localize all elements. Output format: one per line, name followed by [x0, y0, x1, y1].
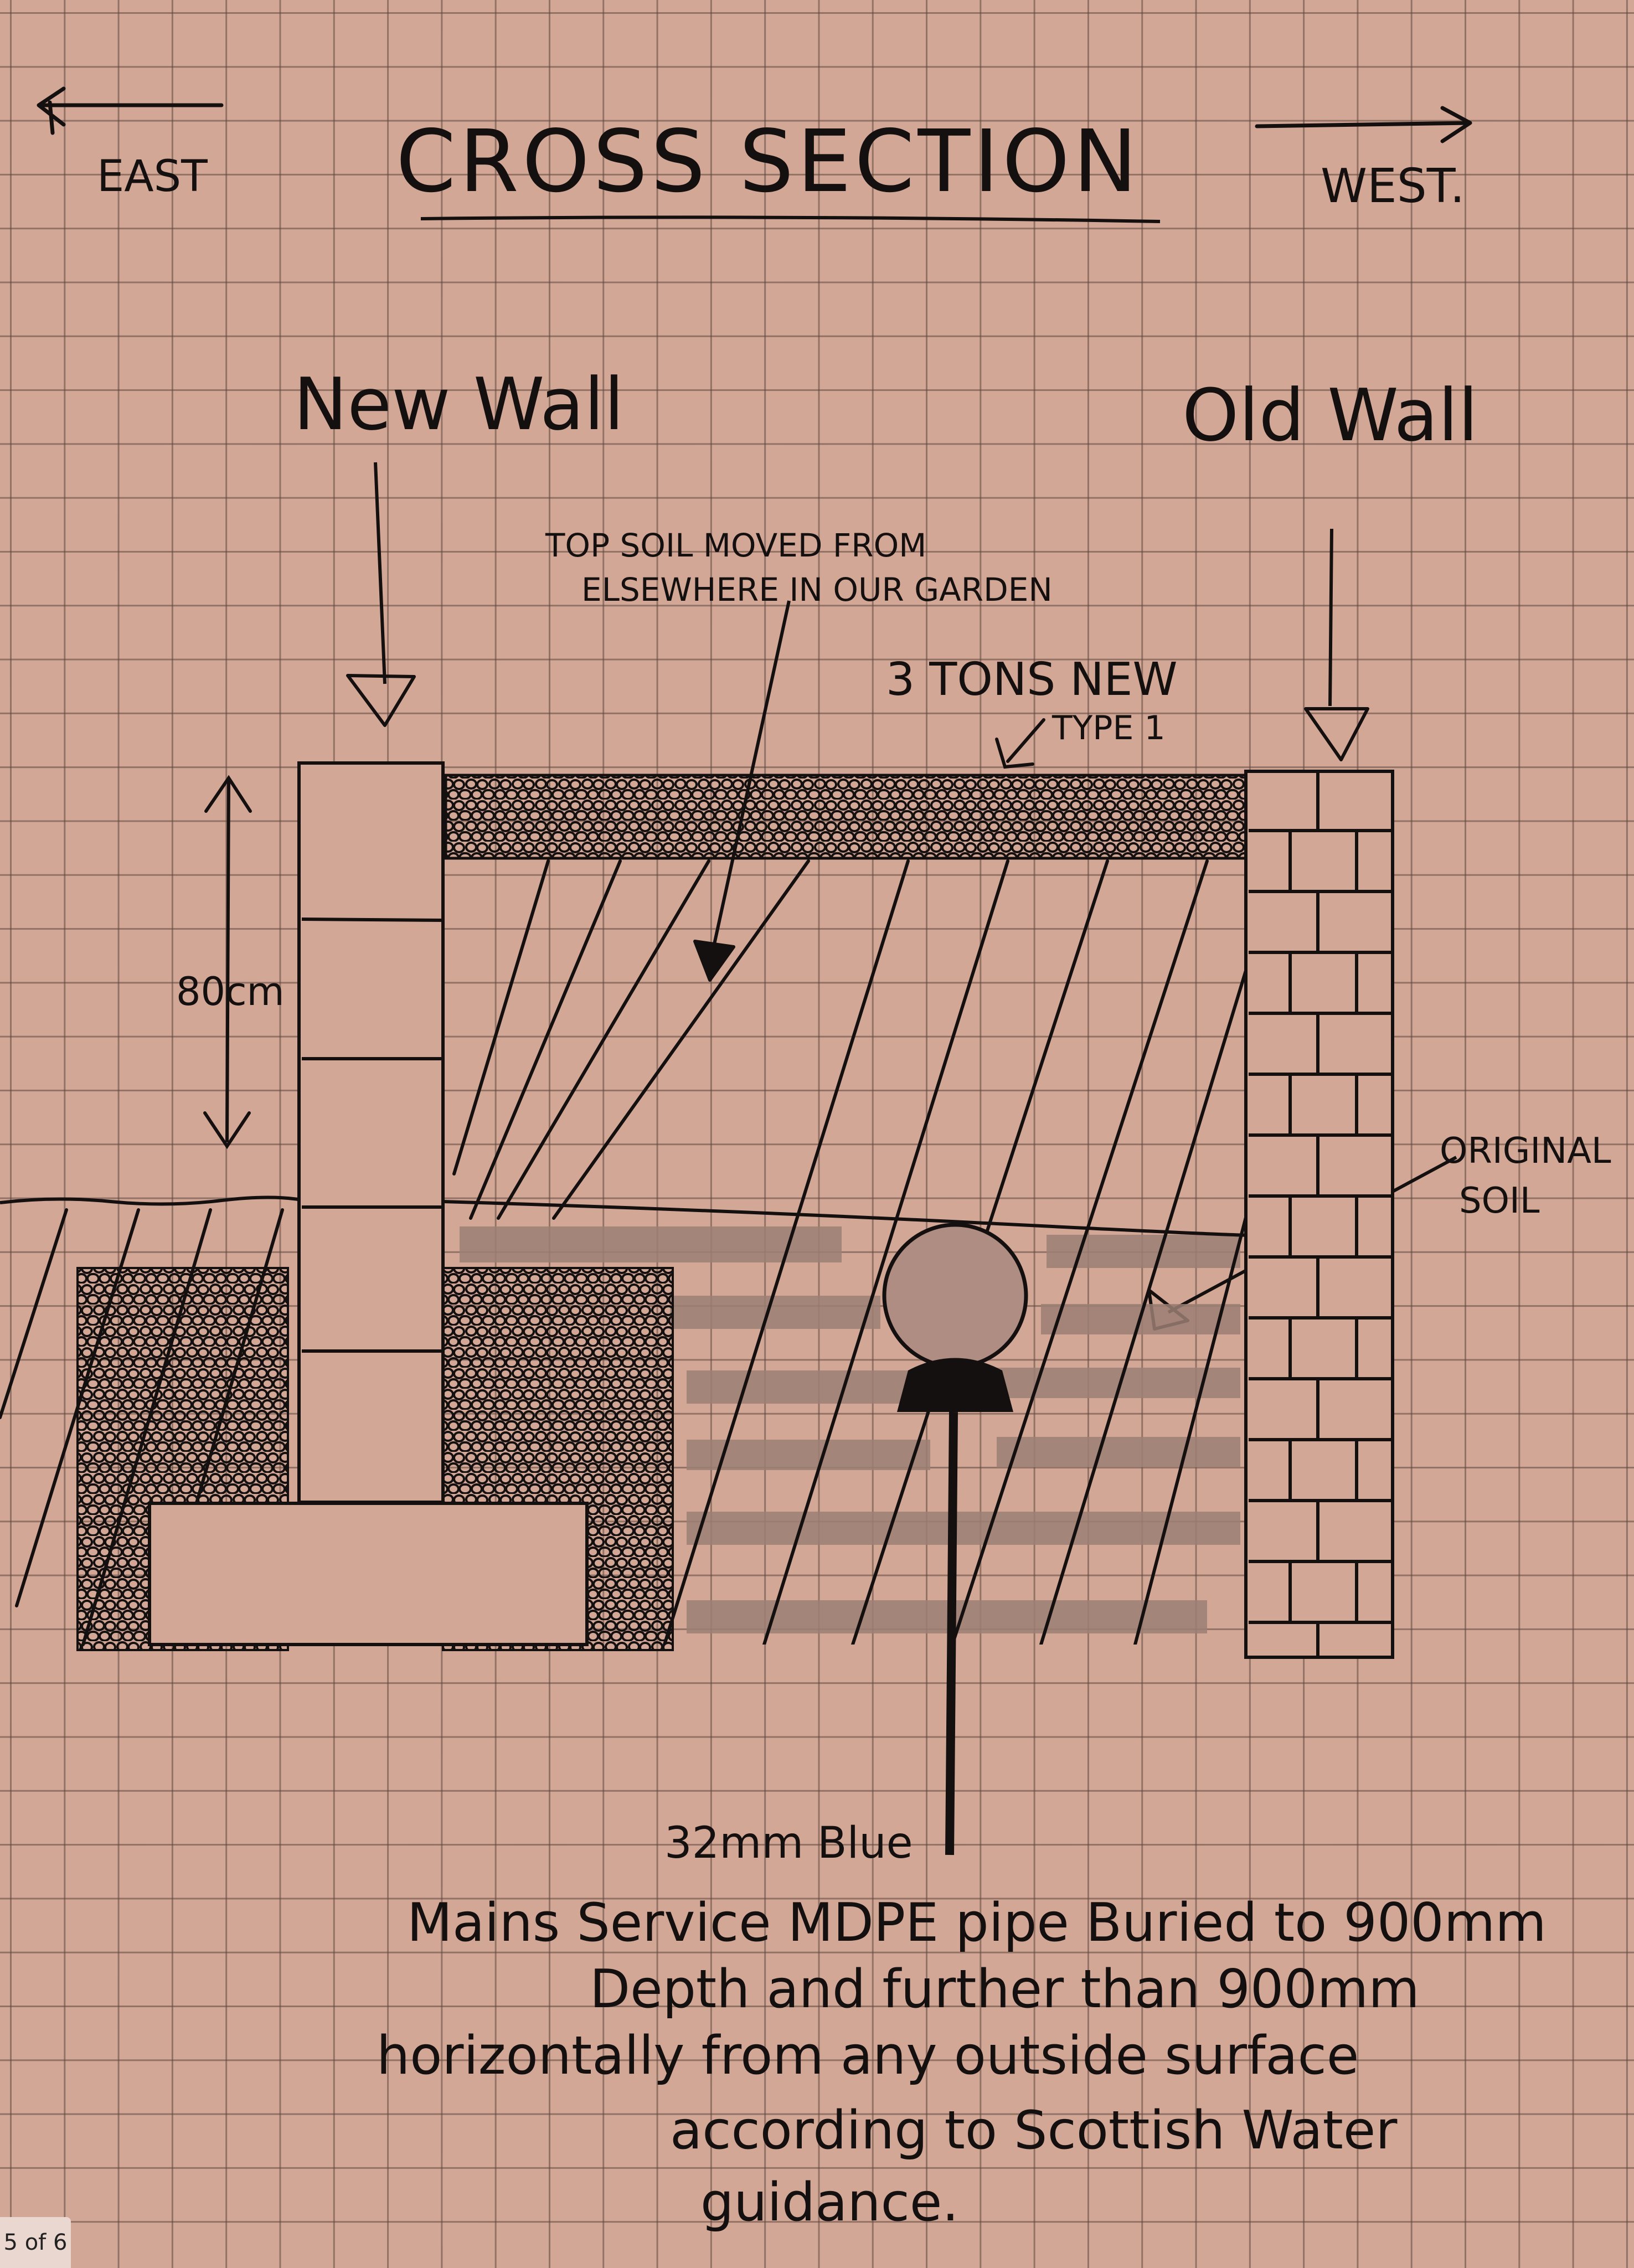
new-wall [297, 761, 445, 1504]
west-label: WEST. [1321, 159, 1465, 214]
type1-label-line1: 3 TONS NEW [886, 653, 1178, 706]
soil-hatching [452, 859, 1251, 1645]
title-block: CROSS SECTION EAST WEST. [37, 86, 1472, 223]
old-wall-arrow-icon [1304, 528, 1369, 761]
pipe-text-line0: 32mm Blue [664, 1818, 913, 1868]
old-wall-label: Old Wall [1182, 373, 1478, 457]
title-underline [420, 215, 1161, 223]
pipe-text-line5: guidance. [700, 2172, 959, 2233]
original-soil-label-line2: SOIL [1459, 1181, 1540, 1221]
topsoil-label-line2: ELSEWHERE IN OUR GARDEN [581, 571, 1053, 609]
old-wall [1244, 770, 1394, 1659]
annotations: New Wall Old Wall TOP SOIL MOVED FROM EL… [176, 362, 1611, 1331]
height-dimension-arrow [203, 775, 252, 1150]
wall-foundation [148, 1502, 589, 1646]
height-label: 80cm [176, 969, 285, 1014]
pipe-text-line2: Depth and further than 900mm [590, 1959, 1420, 2020]
water-pipe [882, 1223, 1028, 1855]
east-arrow-icon [37, 86, 224, 135]
type1-arrow-icon [995, 718, 1045, 769]
diagram-title: CROSS SECTION [396, 111, 1141, 212]
topsoil-arrow-icon [693, 600, 791, 982]
east-label: EAST [97, 152, 208, 202]
west-arrow-icon [1255, 106, 1472, 143]
pipe-description: 32mm Blue Mains Service MDPE pipe Buried… [377, 1818, 1547, 2233]
type1-stone-layer [444, 774, 1253, 860]
new-wall-label: New Wall [293, 362, 624, 446]
type1-label-line2: TYPE 1 [1051, 709, 1166, 748]
new-wall-arrow-icon [346, 462, 416, 727]
original-soil-label-line1: ORIGINAL [1440, 1131, 1611, 1172]
ground-line [0, 1195, 1255, 1237]
pipe-text-line4: according to Scottish Water [670, 2100, 1398, 2161]
page-indicator: 5 of 6 [0, 2217, 71, 2268]
topsoil-label-line1: TOP SOIL MOVED FROM [545, 527, 926, 564]
pipe-text-line1: Mains Service MDPE pipe Buried to 900mm [407, 1893, 1547, 1953]
original-soil-shading [460, 1226, 1240, 1633]
pipe-text-line3: horizontally from any outside surface [377, 2025, 1359, 2086]
